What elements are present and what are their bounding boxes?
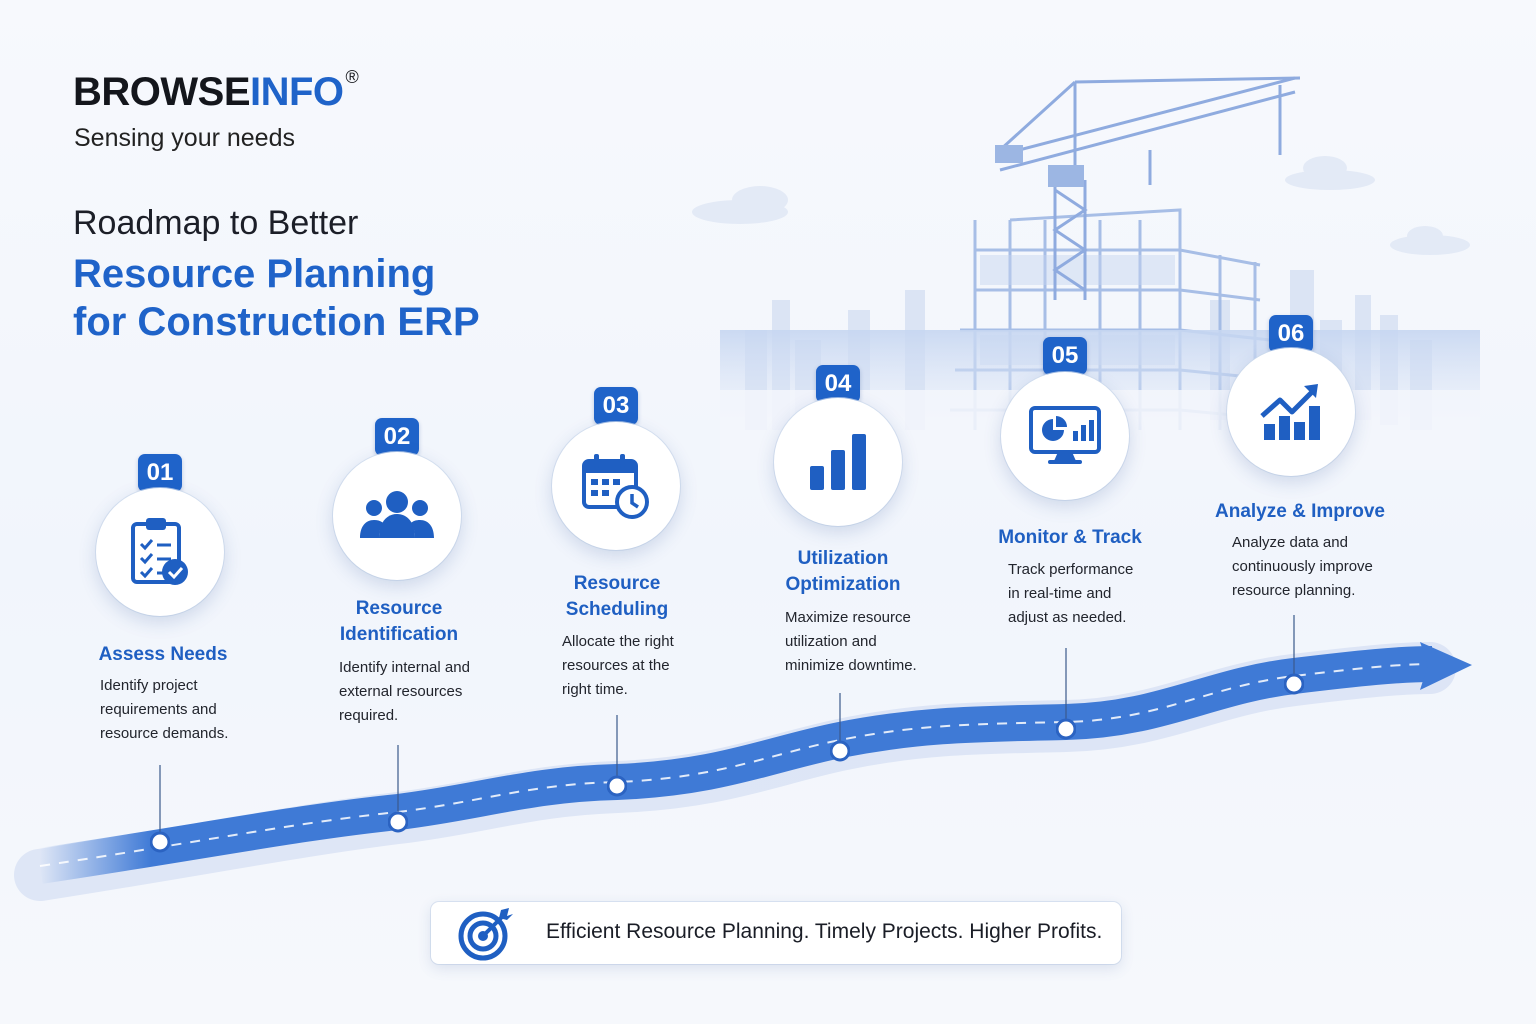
step-06-title: Analyze & Improve: [1215, 501, 1385, 522]
step-05-circle: [1001, 372, 1129, 500]
step-01-number: 01: [138, 454, 182, 492]
step-01-description: Identify project requirements and resour…: [100, 677, 229, 742]
monitor-dashboard-icon: [1029, 406, 1101, 464]
road-arrowhead: [1420, 642, 1472, 690]
bar-chart-icon: [810, 434, 866, 490]
step-06-description: Analyze data and continuously improve re…: [1232, 534, 1373, 599]
step-06-number: 06: [1269, 315, 1313, 353]
brand-name-dark: BROWSE: [73, 70, 251, 114]
page-title-line-1: Roadmap to Better: [73, 204, 359, 242]
page-title-line-3: for Construction ERP: [73, 300, 480, 344]
step-05-connector: [1056, 648, 1076, 740]
step-04-description: Maximize resource utilization and minimi…: [785, 609, 917, 674]
step-03-number: 03: [594, 387, 638, 425]
calendar-clock-icon: [582, 454, 649, 519]
step-01-connector: [150, 765, 170, 853]
step-04-title: Utilization Optimization: [785, 548, 901, 595]
step-05-title: Monitor & Track: [998, 527, 1142, 548]
step-01-title: Assess Needs: [98, 644, 228, 665]
step-06-circle: [1227, 348, 1355, 476]
step-03-connector: [607, 715, 627, 797]
step-05-description: Track performance in real-time and adjus…: [1008, 561, 1134, 626]
step-02-title: Resource Identification: [339, 598, 459, 645]
step-03-title: Resource Scheduling: [565, 573, 669, 620]
step-03-description: Allocate the right resources at the righ…: [562, 633, 674, 698]
page-title-line-2: Resource Planning: [73, 252, 436, 296]
step-06-connector: [1284, 615, 1304, 695]
step-04-number: 04: [816, 365, 860, 403]
step-02-connector: [388, 745, 408, 833]
step-04-connector: [830, 693, 850, 762]
team-icon: [360, 491, 434, 538]
clipboard-check-icon: [131, 518, 188, 585]
step-03-circle: [552, 422, 680, 550]
trend-up-icon: [1260, 384, 1320, 440]
step-02-number: 02: [375, 418, 419, 456]
target-icon: [458, 908, 513, 961]
brand-name-blue: INFO: [250, 70, 344, 114]
step-01-circle: [96, 488, 224, 616]
registered-mark: ®: [345, 67, 359, 87]
brand-logo: BROWSEINFO®: [73, 68, 359, 114]
step-02-circle: [333, 452, 461, 580]
step-05-number: 05: [1043, 337, 1087, 375]
step-04-circle: [774, 398, 902, 526]
bottom-banner: Efficient Resource Planning. Timely Proj…: [431, 902, 1121, 964]
step-02-description: Identify internal and external resources…: [339, 659, 470, 724]
brand-tagline: Sensing your needs: [74, 124, 295, 152]
banner-text: Efficient Resource Planning. Timely Proj…: [546, 920, 1103, 943]
